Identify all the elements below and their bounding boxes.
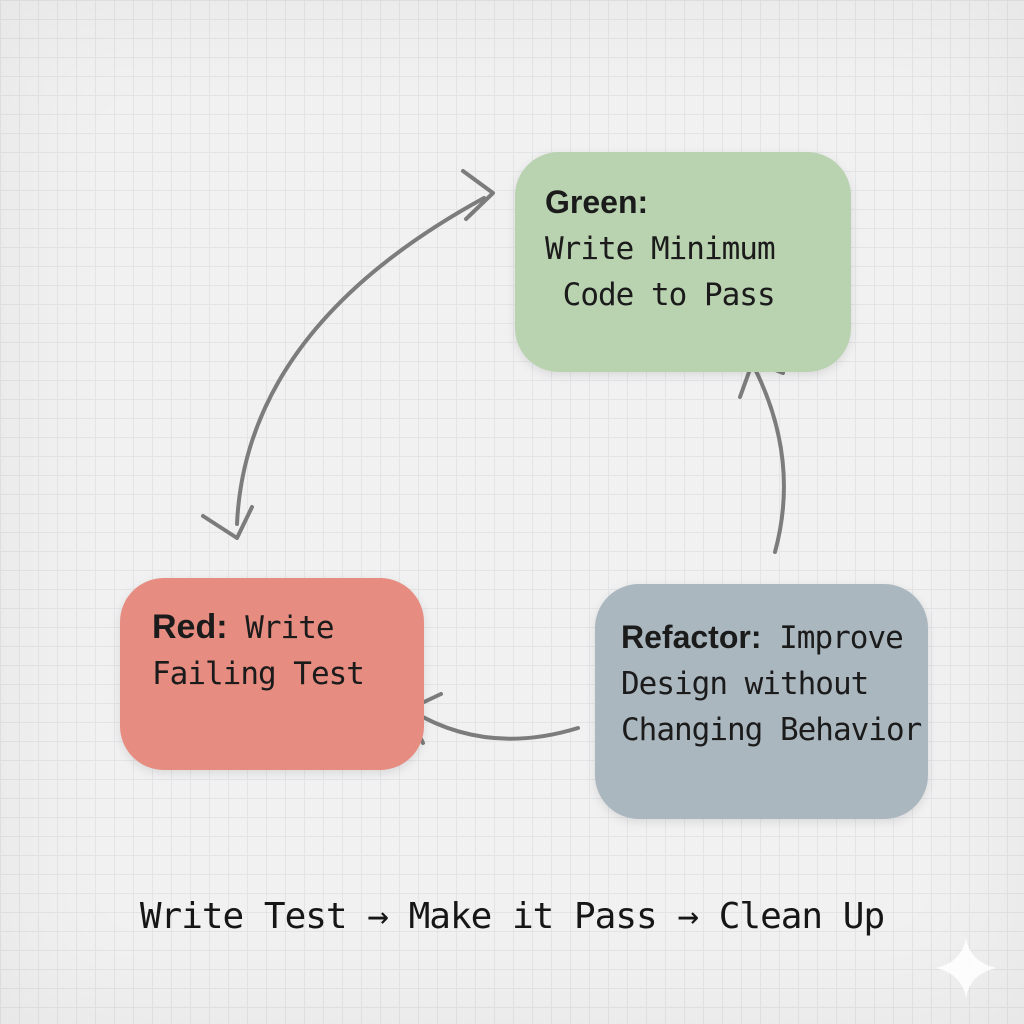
node-green: Green: Write Minimum Code to Pass (515, 152, 851, 372)
sparkle-icon (936, 938, 996, 998)
node-red-heading: Red: (152, 608, 228, 646)
arrow-refactor-to-green (738, 359, 786, 554)
node-refactor-body: Improve Design without Changing Behavior (621, 620, 922, 748)
node-refactor-text: Refactor: Improve Design without Changin… (621, 614, 928, 753)
arrow-refactor-to-red (405, 692, 580, 745)
node-refactor-heading: Refactor: (621, 619, 762, 655)
cycle-formula: Write Test → Make it Pass → Clean Up (139, 896, 885, 937)
node-red-text: Red: Write Failing Test (152, 604, 424, 697)
node-green-body: Write Minimum Code to Pass (545, 231, 776, 313)
node-green-heading: Green: (545, 184, 649, 220)
node-refactor: Refactor: Improve Design without Changin… (595, 584, 928, 819)
node-red: Red: Write Failing Test (120, 578, 424, 770)
arrow-green-red-double (201, 169, 495, 540)
node-red-body: Write Failing Test (152, 610, 365, 692)
node-green-text: Green: Write Minimum Code to Pass (545, 179, 851, 318)
